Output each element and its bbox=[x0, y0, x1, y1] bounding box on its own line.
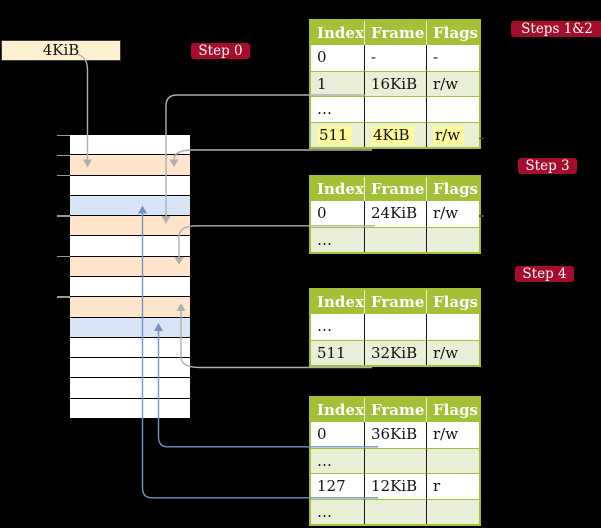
table-cell bbox=[427, 96, 479, 122]
table-cell: 0 bbox=[311, 422, 365, 448]
table-cell: - bbox=[427, 45, 479, 71]
table-header-cell: Frame bbox=[365, 290, 427, 314]
step-4-badge: Step 4 bbox=[515, 266, 574, 282]
memory-frame-row bbox=[70, 216, 190, 237]
table-cell bbox=[365, 96, 427, 122]
memory-frame-row bbox=[70, 378, 190, 399]
table-cell bbox=[365, 226, 427, 252]
stub-dash bbox=[479, 137, 484, 139]
step-3-badge: Step 3 bbox=[518, 157, 577, 174]
page-table-step-3: Index Frame Flags 0 24KiB r/w … bbox=[309, 175, 481, 254]
frame-size-label: 4KiB bbox=[1, 40, 121, 61]
highlighted-value: 511 bbox=[317, 125, 352, 145]
table-header-cell: Index bbox=[311, 21, 365, 45]
memory-tick bbox=[57, 296, 70, 298]
memory-tick bbox=[57, 215, 70, 217]
table-header-cell: Index bbox=[311, 398, 365, 422]
table-cell: - bbox=[365, 45, 427, 71]
highlighted-value: r/w bbox=[433, 125, 465, 145]
table-cell: … bbox=[311, 226, 365, 252]
table-header-cell: Frame bbox=[365, 21, 427, 45]
memory-frame-row bbox=[70, 256, 190, 277]
arrow-t1row511-to-frame2 bbox=[173, 149, 372, 161]
table-cell: … bbox=[311, 96, 365, 122]
memory-frame-row bbox=[70, 236, 190, 257]
table-cell: 0 bbox=[311, 201, 365, 227]
table-cell: 36KiB bbox=[365, 422, 427, 448]
table-cell: 0 bbox=[311, 45, 365, 71]
table-cell: r/w bbox=[427, 70, 479, 96]
table-cell bbox=[365, 498, 427, 524]
table-cell: … bbox=[311, 314, 365, 340]
table-cell: 12KiB bbox=[365, 473, 427, 499]
memory-tick bbox=[57, 174, 70, 177]
table-cell: 24KiB bbox=[365, 201, 427, 227]
table-cell bbox=[427, 447, 479, 473]
table-header-cell: Frame bbox=[365, 398, 427, 422]
table-header-cell: Flags bbox=[427, 177, 479, 201]
table-cell: 32KiB bbox=[365, 339, 427, 365]
table-cell: 16KiB bbox=[365, 70, 427, 96]
table-cell: … bbox=[311, 498, 365, 524]
memory-tick bbox=[57, 154, 70, 157]
table-header-cell: Flags bbox=[427, 290, 479, 314]
table-header-cell: Frame bbox=[365, 177, 427, 201]
memory-frame-row bbox=[70, 195, 190, 217]
table-cell: 4KiB bbox=[365, 121, 427, 147]
memory-frame-row bbox=[70, 297, 190, 318]
page-table-step-4a: Index Frame Flags … 511 32KiB r/w bbox=[309, 288, 481, 367]
table-cell: r/w bbox=[427, 201, 479, 227]
stub-dash bbox=[479, 215, 484, 217]
table-header-cell: Index bbox=[311, 290, 365, 314]
memory-frame-row bbox=[70, 358, 190, 379]
memory-tick bbox=[57, 134, 70, 136]
table-cell bbox=[427, 314, 479, 340]
memory-frame-row bbox=[70, 175, 190, 196]
table-cell: r/w bbox=[427, 121, 479, 147]
page-table-steps-1-2: Index Frame Flags 0 - - 1 16KiB r/w … 51… bbox=[309, 19, 481, 149]
table-header-cell: Index bbox=[311, 177, 365, 201]
table-cell: 511 bbox=[311, 339, 365, 365]
table-cell bbox=[365, 314, 427, 340]
memory-frame-row bbox=[70, 398, 190, 418]
step-0-badge: Step 0 bbox=[191, 42, 250, 59]
table-cell: 127 bbox=[311, 473, 365, 499]
memory-tick bbox=[57, 255, 70, 258]
table-cell: r bbox=[427, 473, 479, 499]
highlighted-value: 4KiB bbox=[371, 125, 414, 145]
table-cell: 511 bbox=[311, 121, 365, 147]
memory-frame-row bbox=[70, 317, 190, 338]
page-table-step-4b: Index Frame Flags 0 36KiB r/w … 127 12Ki… bbox=[309, 396, 481, 526]
table-cell: r/w bbox=[427, 422, 479, 448]
table-cell: 1 bbox=[311, 70, 365, 96]
table-cell: … bbox=[311, 447, 365, 473]
physical-memory-column bbox=[70, 135, 190, 418]
table-cell: r/w bbox=[427, 339, 479, 365]
steps-1-2-badge: Steps 1&2 bbox=[511, 21, 601, 37]
memory-frame-row bbox=[70, 155, 190, 176]
table-header-cell: Flags bbox=[427, 21, 479, 45]
table-cell bbox=[365, 447, 427, 473]
table-cell bbox=[427, 498, 479, 524]
table-cell bbox=[427, 226, 479, 252]
table-header-cell: Flags bbox=[427, 398, 479, 422]
memory-frame-row bbox=[70, 337, 190, 359]
memory-frame-row bbox=[70, 276, 190, 298]
memory-frame-row bbox=[70, 135, 190, 156]
